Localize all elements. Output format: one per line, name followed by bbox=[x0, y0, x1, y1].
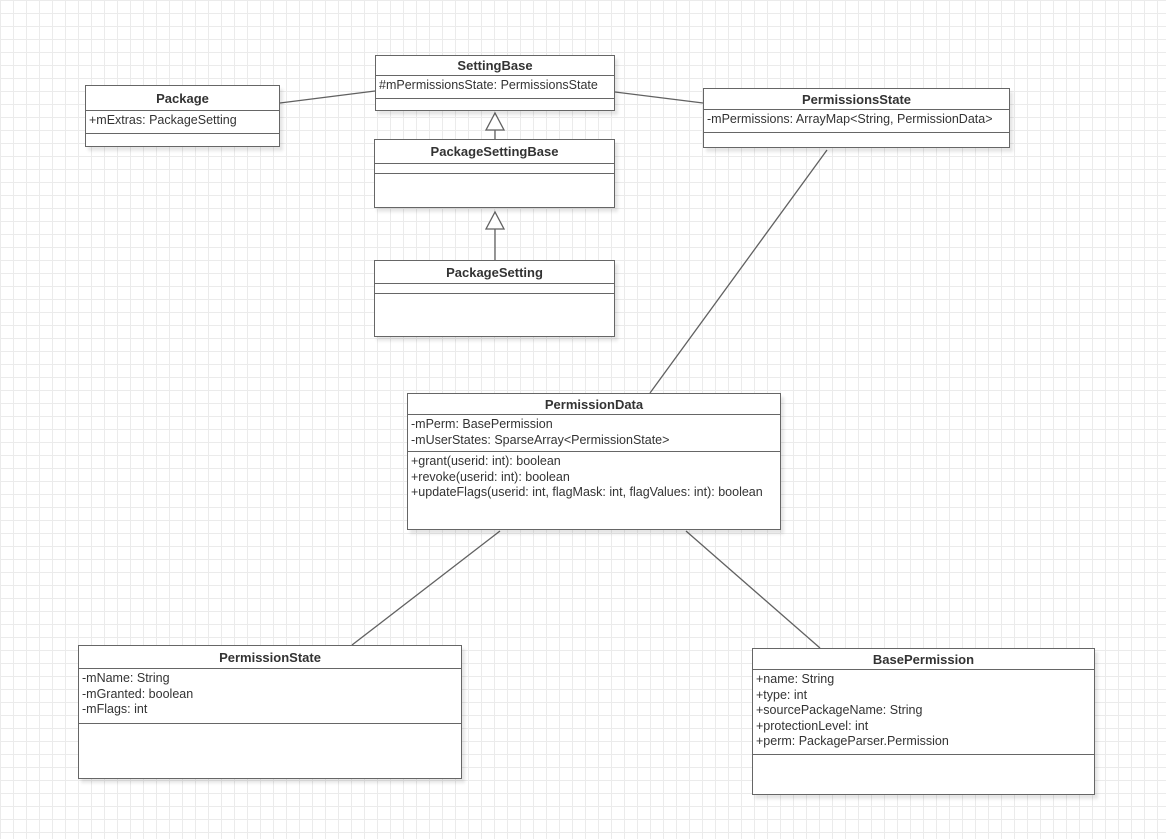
attribute[interactable]: -mName: String bbox=[82, 671, 170, 685]
class-package[interactable]: Package +mExtras: PackageSetting bbox=[85, 85, 280, 147]
attribute[interactable]: +type: int bbox=[756, 687, 808, 702]
edge-settingbase-permissionsstate[interactable] bbox=[614, 91, 704, 104]
class-package-title[interactable]: Package bbox=[86, 86, 279, 111]
class-settingbase-title[interactable]: SettingBase bbox=[376, 56, 614, 76]
attribute[interactable]: +mExtras: PackageSetting bbox=[89, 113, 237, 127]
edge-permissiondata-permissionstate[interactable] bbox=[351, 530, 501, 646]
attribute[interactable]: +perm: PackageParser.Permission bbox=[756, 734, 949, 748]
method[interactable]: +revoke(userid: int): boolean bbox=[411, 469, 570, 484]
class-permissionsstate-attributes: -mPermissions: ArrayMap<String, Permissi… bbox=[704, 110, 1009, 133]
edge-package-settingbase[interactable] bbox=[279, 90, 376, 104]
class-permissiondata-methods: +grant(userid: int): boolean +revoke(use… bbox=[408, 452, 780, 529]
class-packagesettingbase-methods bbox=[375, 174, 614, 207]
edge-permissiondata-basepermission[interactable] bbox=[685, 530, 821, 649]
class-permissionstate[interactable]: PermissionState -mName: String -mGranted… bbox=[78, 645, 462, 779]
class-permissiondata[interactable]: PermissionData -mPerm: BasePermission -m… bbox=[407, 393, 781, 530]
method[interactable]: +updateFlags(userid: int, flagMask: int,… bbox=[411, 485, 763, 499]
attribute[interactable]: -mPermissions: ArrayMap<String, Permissi… bbox=[707, 112, 993, 126]
class-packagesetting-attributes bbox=[375, 284, 614, 294]
generalization-arrow-icon bbox=[484, 111, 506, 131]
class-basepermission-methods bbox=[753, 755, 1094, 794]
method[interactable]: +grant(userid: int): boolean bbox=[411, 454, 561, 468]
attribute[interactable]: #mPermissionsState: PermissionsState bbox=[379, 78, 598, 92]
generalization-arrow-icon bbox=[484, 210, 506, 230]
class-permissionsstate-title[interactable]: PermissionsState bbox=[704, 89, 1009, 110]
attribute[interactable]: +sourcePackageName: String bbox=[756, 703, 923, 717]
attribute[interactable]: +protectionLevel: int bbox=[756, 718, 869, 733]
class-basepermission-attributes: +name: String +type: int +sourcePackageN… bbox=[753, 670, 1094, 755]
attribute[interactable]: -mFlags: int bbox=[82, 702, 148, 716]
edge-permissionsstate-permissiondata[interactable] bbox=[649, 149, 828, 394]
attribute[interactable]: +name: String bbox=[756, 672, 835, 686]
class-permissionsstate-methods bbox=[704, 133, 1009, 147]
class-packagesetting-methods bbox=[375, 294, 614, 336]
class-settingbase-attributes: #mPermissionsState: PermissionsState bbox=[376, 76, 614, 99]
class-package-attributes: +mExtras: PackageSetting bbox=[86, 111, 279, 134]
class-basepermission-title[interactable]: BasePermission bbox=[753, 649, 1094, 670]
class-packagesettingbase[interactable]: PackageSettingBase bbox=[374, 139, 615, 208]
class-packagesettingbase-title[interactable]: PackageSettingBase bbox=[375, 140, 614, 164]
class-permissionsstate[interactable]: PermissionsState -mPermissions: ArrayMap… bbox=[703, 88, 1010, 148]
attribute[interactable]: -mUserStates: SparseArray<PermissionStat… bbox=[411, 432, 670, 447]
class-permissiondata-title[interactable]: PermissionData bbox=[408, 394, 780, 415]
attribute[interactable]: -mPerm: BasePermission bbox=[411, 417, 553, 431]
class-permissionstate-title[interactable]: PermissionState bbox=[79, 646, 461, 669]
class-basepermission[interactable]: BasePermission +name: String +type: int … bbox=[752, 648, 1095, 795]
attribute[interactable]: -mGranted: boolean bbox=[82, 686, 194, 701]
class-settingbase-methods bbox=[376, 99, 614, 110]
class-package-methods bbox=[86, 134, 279, 146]
class-permissionstate-attributes: -mName: String -mGranted: boolean -mFlag… bbox=[79, 669, 461, 724]
class-permissiondata-attributes: -mPerm: BasePermission -mUserStates: Spa… bbox=[408, 415, 780, 452]
class-packagesettingbase-attributes bbox=[375, 164, 614, 174]
class-packagesetting-title[interactable]: PackageSetting bbox=[375, 261, 614, 284]
class-packagesetting[interactable]: PackageSetting bbox=[374, 260, 615, 337]
class-settingbase[interactable]: SettingBase #mPermissionsState: Permissi… bbox=[375, 55, 615, 111]
class-permissionstate-methods bbox=[79, 724, 461, 778]
